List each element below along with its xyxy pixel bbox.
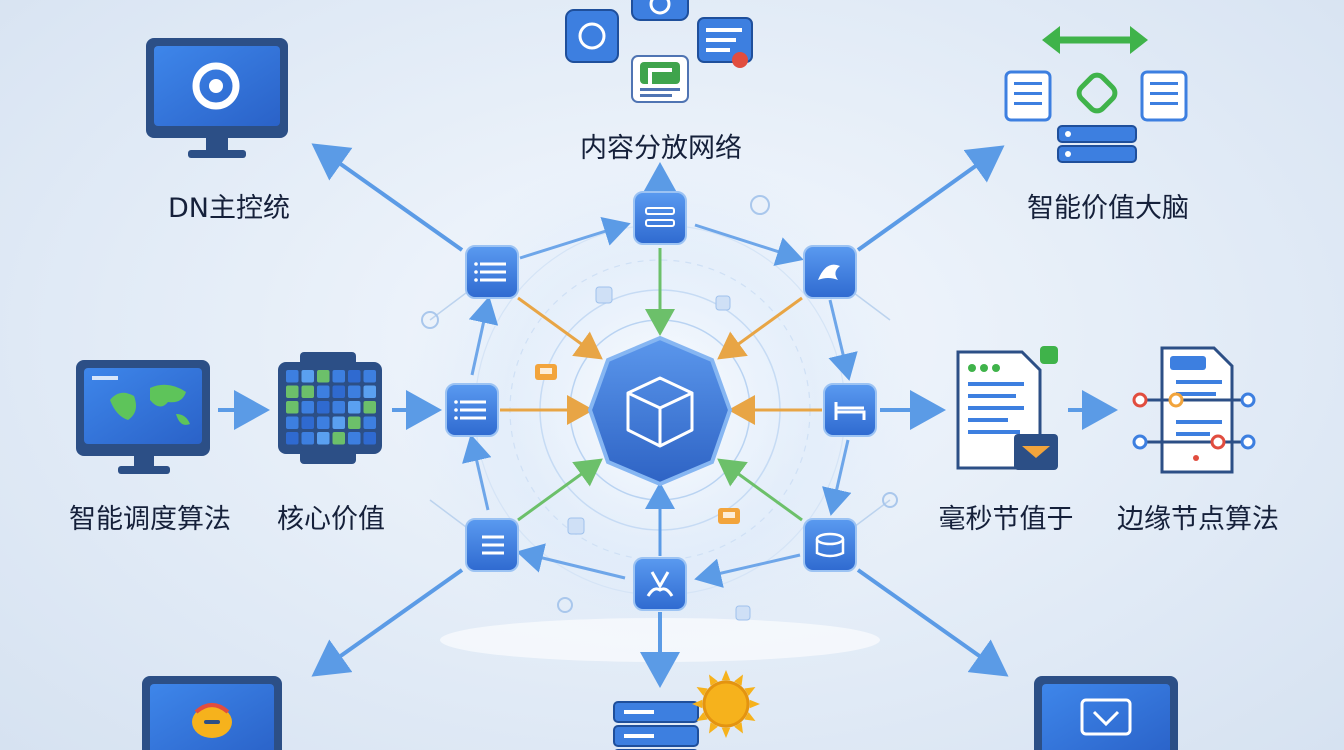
grid-cell	[286, 385, 299, 398]
document-icon	[956, 346, 1058, 470]
app-cluster-icon	[565, 0, 753, 103]
sun-ray	[709, 674, 718, 686]
grid-cell	[317, 432, 330, 445]
grid-cell	[363, 385, 376, 398]
dragon-icon	[803, 245, 857, 299]
label-left-far: 智能调度算法	[69, 504, 231, 535]
grid-cell	[301, 370, 314, 383]
world-map-monitor-icon	[76, 360, 210, 474]
grid-cell	[286, 432, 299, 445]
grid-cell	[301, 385, 314, 398]
grid-cell	[332, 416, 345, 429]
bed-icon	[823, 383, 877, 437]
label-top-left: DN主控统	[168, 193, 290, 224]
grid-cell	[317, 385, 330, 398]
server-icon	[633, 191, 687, 245]
grid-cell	[363, 432, 376, 445]
cube-icon	[587, 335, 733, 487]
grid-cell	[317, 370, 330, 383]
grid-cell	[301, 432, 314, 445]
grid-cell	[332, 432, 345, 445]
grid-cell	[348, 416, 361, 429]
grid-cell	[286, 416, 299, 429]
label-right-near: 毫秒节值于	[938, 504, 1074, 535]
label-left-near: 核心价值	[277, 504, 385, 535]
sun-ray	[696, 687, 708, 696]
sun-ray	[744, 712, 756, 721]
label-top-center: 内容分放网络	[580, 133, 742, 164]
list-icon	[465, 245, 519, 299]
label-top-right: 智能价值大脑	[1027, 193, 1189, 224]
monitor-icon	[1034, 676, 1178, 750]
sun-ray	[692, 699, 703, 709]
list-icon	[465, 518, 519, 572]
sun-ray	[734, 674, 743, 686]
ring-nodes	[445, 191, 877, 611]
grid-cell	[317, 401, 330, 414]
grid-cell	[363, 401, 376, 414]
grid-cell	[348, 370, 361, 383]
ring-connections	[462, 216, 858, 588]
network-cluster-icon	[1004, 26, 1188, 163]
grid-board-icon	[278, 352, 382, 464]
grid-cell	[317, 416, 330, 429]
grid-cell	[286, 370, 299, 383]
sun-ray	[744, 687, 756, 696]
grid-cell	[301, 416, 314, 429]
grid-cell	[332, 401, 345, 414]
database-icon	[803, 518, 857, 572]
grid-cell	[363, 416, 376, 429]
grid-cell	[301, 401, 314, 414]
grid-cell	[332, 370, 345, 383]
sun-ray	[721, 670, 731, 681]
server-sun-icon	[613, 670, 760, 750]
decorative-badges	[535, 286, 751, 621]
grid-cell	[348, 385, 361, 398]
monitor-icon	[142, 676, 282, 750]
list-icon	[445, 383, 499, 437]
grid-cell	[348, 401, 361, 414]
grid-cell	[348, 432, 361, 445]
grid-cell	[332, 385, 345, 398]
hub-spokes	[500, 248, 822, 556]
label-right-far: 边缘节点算法	[1117, 504, 1279, 535]
person-icon	[633, 557, 687, 611]
grid-cell	[363, 370, 376, 383]
sun-ray	[696, 712, 708, 721]
outer-arrows	[218, 143, 1118, 688]
sun-ray	[721, 727, 731, 738]
grid-cell	[286, 401, 299, 414]
flow-document-icon	[1132, 346, 1256, 474]
sun-ray	[734, 722, 743, 734]
monitor-icon	[146, 38, 288, 158]
sun-ray	[709, 722, 718, 734]
sun-ray	[749, 699, 760, 709]
